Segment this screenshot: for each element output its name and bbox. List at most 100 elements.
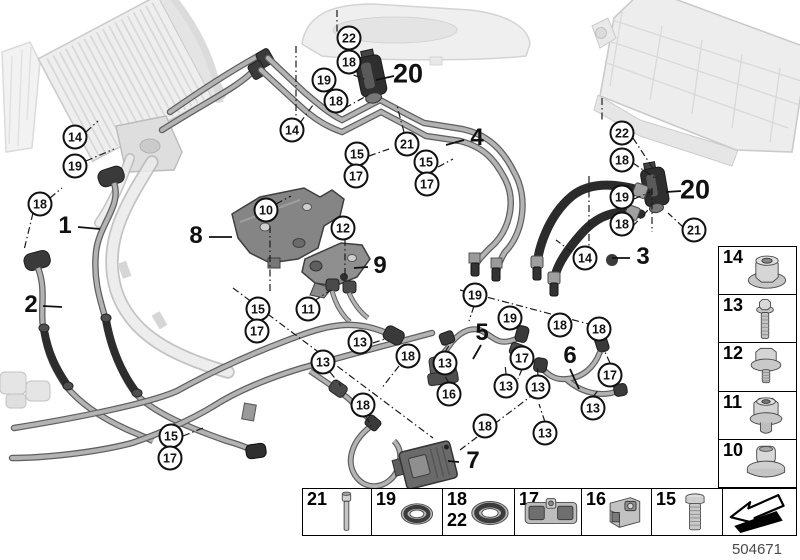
callout-number: 18	[478, 419, 492, 433]
callout-circle: 18	[323, 88, 349, 114]
callout-circle: 13	[532, 420, 558, 446]
callout-circle: 19	[462, 282, 488, 308]
pipe-2	[23, 249, 155, 444]
callout-number: 15	[350, 147, 364, 161]
part-number: 22	[447, 510, 468, 530]
callout-circle: 13	[493, 373, 519, 399]
callout-circle: 21	[681, 217, 707, 243]
leader-lines	[23, 10, 684, 451]
collar-nut-icon	[749, 396, 783, 434]
callout-circle: 11	[295, 296, 321, 322]
callout-number: 19	[615, 190, 629, 204]
part-number: 10	[723, 439, 744, 460]
callout-circle: 17	[157, 445, 183, 471]
callout-number: 17	[163, 451, 177, 465]
pipe-1	[92, 165, 256, 454]
callout-circle: 18	[27, 191, 53, 217]
callout-number: 22	[615, 126, 629, 140]
bracket-9	[301, 242, 371, 324]
callout-circle: 17	[597, 362, 623, 388]
plastic-nut-icon	[746, 445, 786, 478]
seal-ring-icon	[471, 501, 509, 525]
callout-number: 18	[592, 322, 606, 336]
part-label: 20	[679, 174, 711, 205]
callout-circle: 19	[609, 184, 635, 210]
callout-circle: 18	[472, 413, 498, 439]
callout-circle: 17	[509, 345, 535, 371]
bottom-panel-item-19: 19	[372, 489, 443, 535]
pipe-radiator-pair	[158, 48, 275, 134]
pipe-clamp-icon	[524, 498, 578, 524]
callout-number: 13	[316, 355, 330, 369]
part-label: 20	[392, 58, 424, 89]
callout-circle: 18	[609, 211, 635, 237]
callout-number: 18	[401, 349, 415, 363]
callout-circle: 19	[62, 153, 88, 179]
radiator	[37, 0, 226, 173]
callout-number: 13	[353, 335, 367, 349]
callout-number: 19	[503, 311, 517, 325]
bottom-panel-item-17: 17	[515, 489, 582, 535]
callout-number: 17	[349, 169, 363, 183]
callout-circle: 14	[572, 245, 598, 271]
seal-ring-icon	[400, 503, 434, 525]
callout-number: 13	[438, 356, 452, 370]
callout-number: 13	[499, 379, 513, 393]
part-label: 1	[58, 211, 72, 239]
callout-circle: 19	[497, 305, 523, 331]
flange-nut-icon	[747, 255, 787, 289]
part-label: 4	[470, 123, 484, 151]
callout-number: 18	[615, 153, 629, 167]
bottom-panel-item-16: 16	[582, 489, 652, 535]
callout-circle: 18	[336, 49, 362, 75]
callout-number: 13	[531, 380, 545, 394]
callout-circle: 18	[395, 343, 421, 369]
direction-arrow-icon	[729, 494, 785, 533]
callout-circle: 13	[580, 395, 606, 421]
part-number: 18	[447, 489, 468, 509]
callout-circle: 22	[609, 120, 635, 146]
part-number: 16	[586, 489, 607, 509]
callout-circle: 19	[311, 67, 337, 93]
callout-number: 17	[603, 368, 617, 382]
callout-number: 14	[68, 130, 82, 144]
pipe-4	[257, 54, 526, 282]
callout-circle: 18	[350, 392, 376, 418]
callout-circle: 12	[330, 215, 356, 241]
bottom-panel-item-21: 21	[303, 489, 372, 535]
pipe-main-run	[8, 321, 436, 462]
callout-number: 21	[687, 223, 701, 237]
callout-circle: 13	[525, 374, 551, 400]
callout-circle: 22	[336, 25, 362, 51]
side-panel-item-10: 10	[719, 440, 796, 487]
part-number: 15	[656, 489, 677, 509]
callout-number: 22	[342, 31, 356, 45]
callout-circle: 18	[586, 316, 612, 342]
washer-bolt-icon	[750, 348, 782, 384]
part-label: 8	[189, 221, 203, 249]
direction-arrow-box	[722, 488, 797, 536]
callout-circle: 13	[310, 349, 336, 375]
side-panel-item-11: 11	[719, 392, 796, 440]
callout-circle: 17	[414, 171, 440, 197]
callout-number: 11	[301, 302, 315, 316]
callout-number: 18	[356, 398, 370, 412]
callout-circle: 14	[62, 124, 88, 150]
valve-unit-7	[391, 440, 458, 490]
clamp-bracket-icon	[609, 497, 641, 528]
callout-number: 19	[68, 159, 82, 173]
label-ticks	[42, 75, 682, 463]
part-label: 7	[466, 446, 480, 474]
part-number: 14	[723, 247, 744, 267]
part-label: 9	[373, 251, 387, 279]
document-number: 504671	[731, 541, 782, 558]
bottom-fastener-panel: 21 19 18 22 17	[302, 488, 724, 536]
callout-number: 18	[342, 55, 356, 69]
connector-20-top	[354, 48, 388, 104]
battery-housing	[591, 0, 800, 167]
callout-number: 21	[400, 137, 414, 151]
bottom-panel-item-18-22: 18 22	[443, 489, 515, 535]
side-panel-item-14: 14	[719, 247, 796, 296]
callout-circle: 15	[158, 423, 184, 449]
